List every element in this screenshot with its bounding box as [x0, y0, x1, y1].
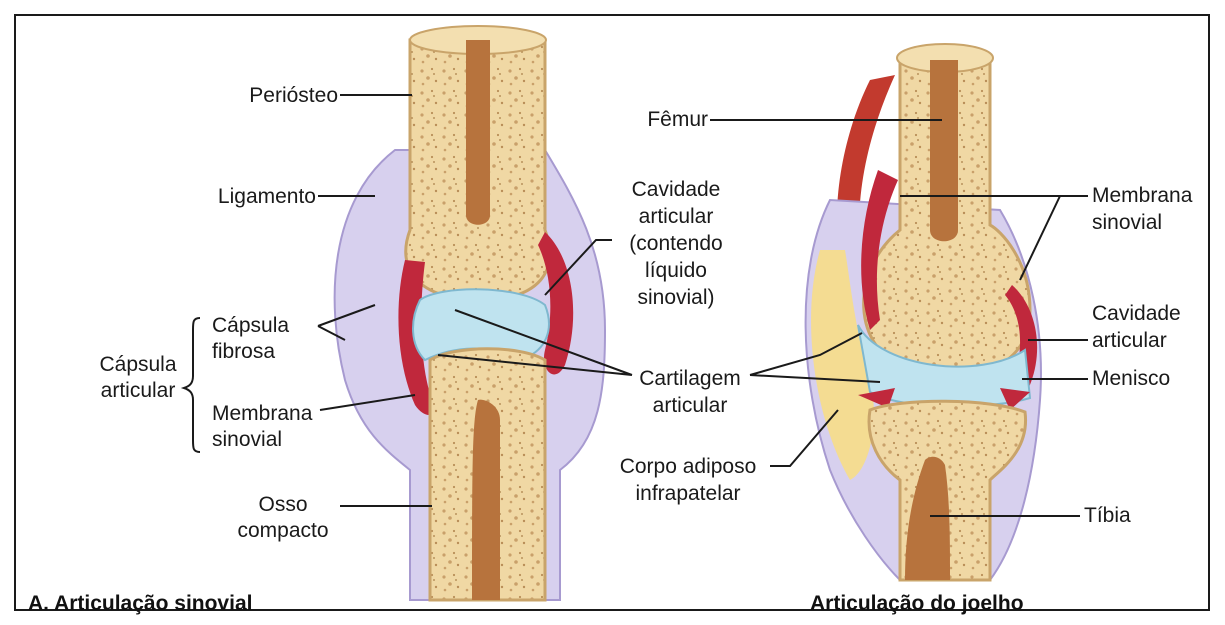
caption-articulacao-sinovial: A. Articulação sinovial [28, 592, 252, 616]
label-corpo-adiposo-line1: Corpo adiposo [606, 455, 770, 478]
label-cavidade-a-line2: articular [612, 205, 740, 228]
label-cartilagem-line1: Cartilagem [626, 367, 754, 390]
label-membrana-sinovial-a-line1: Membrana [212, 402, 312, 425]
label-capsula-fibrosa-line2: fibrosa [212, 340, 275, 363]
label-femur: Fêmur [600, 108, 708, 131]
label-cartilagem-line2: articular [626, 394, 754, 417]
label-cavidade-a-line3: (contendo [612, 232, 740, 255]
label-capsula-articular-line1: Cápsula [88, 353, 188, 376]
lower-marrow-cavity [472, 400, 500, 600]
label-cavidade-a-line4: líquido [612, 259, 740, 282]
label-cavidade-b-line2: articular [1092, 329, 1167, 352]
label-cavidade-b-line1: Cavidade [1092, 302, 1181, 325]
label-capsula-articular-line2: articular [88, 379, 188, 402]
label-menisco: Menisco [1092, 367, 1170, 390]
femur-marrow [930, 60, 958, 241]
cropped-top-text [330, 0, 890, 10]
label-cavidade-a-line5: sinovial) [612, 286, 740, 309]
label-ligamento: Ligamento [170, 185, 316, 208]
label-osso-compacto-line1: Osso [228, 493, 338, 516]
label-periosteo: Periósteo [190, 84, 338, 107]
synovial-joint-illustration [335, 26, 605, 600]
label-corpo-adiposo-line2: infrapatelar [606, 482, 770, 505]
label-osso-compacto-line2: compacto [228, 519, 338, 542]
label-membrana-sinovial-b-line2: sinovial [1092, 211, 1162, 234]
caption-articulacao-joelho: Articulação do joelho [810, 592, 1024, 616]
label-cavidade-a-line1: Cavidade [612, 178, 740, 201]
label-tibia: Tíbia [1084, 504, 1131, 527]
label-membrana-sinovial-b-line1: Membrana [1092, 184, 1192, 207]
knee-joint-illustration [806, 44, 1041, 580]
label-capsula-fibrosa-line1: Cápsula [212, 314, 289, 337]
upper-marrow-cavity [466, 40, 490, 225]
label-membrana-sinovial-a-line2: sinovial [212, 428, 282, 451]
